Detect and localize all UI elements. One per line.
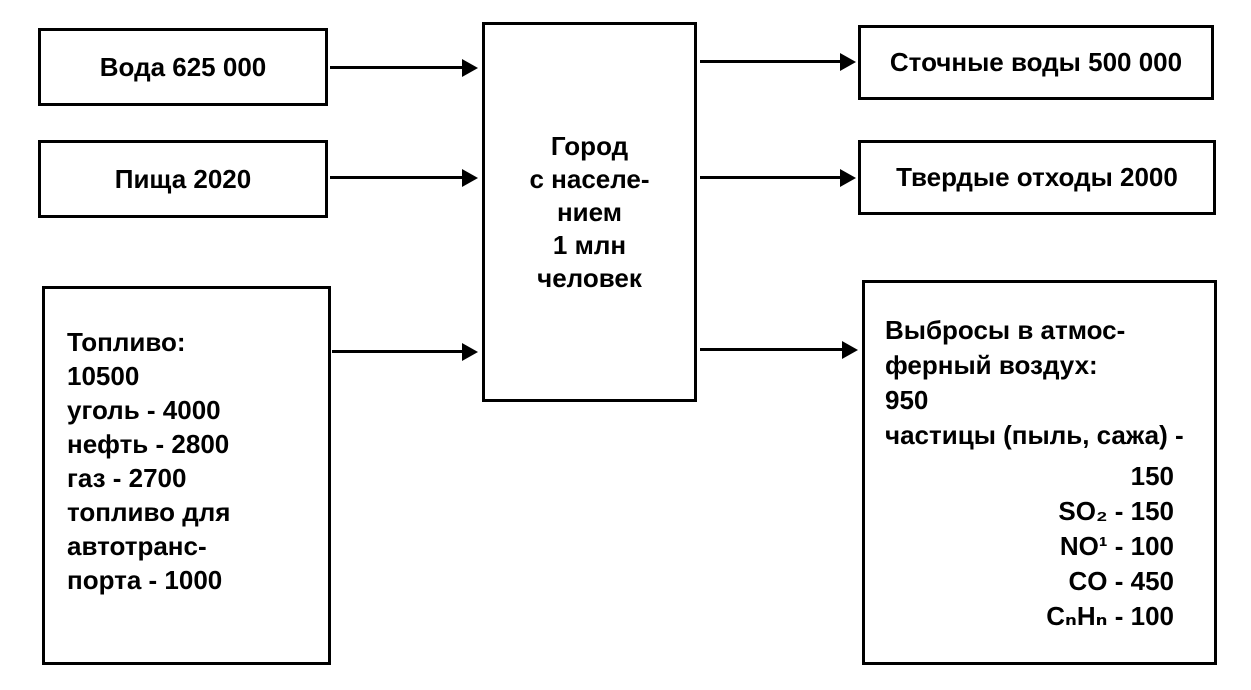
emissions-line: частицы (пыль, сажа) - — [885, 420, 1184, 450]
arrow-city-to-emissions — [700, 348, 842, 351]
city-text: Город с населе- нием 1 млн человек — [529, 130, 649, 295]
food-label: Пища 2020 — [114, 163, 252, 194]
emissions-value-line: CₙHₙ - 100 — [1046, 601, 1174, 631]
city-line: с населе- — [529, 163, 650, 194]
emissions-values-block: 150 SO₂ - 150 NO¹ - 100 CO - 450 CₙHₙ - … — [885, 459, 1214, 634]
output-box-wastewater: Сточные воды 500 000 — [858, 25, 1214, 100]
arrow-fuel-to-city — [332, 350, 462, 353]
emissions-line: Выбросы в атмос- — [885, 315, 1126, 345]
arrow-city-to-wastewater — [700, 60, 840, 63]
city-box: Город с населе- нием 1 млн человек — [482, 22, 697, 402]
wastewater-label: Сточные воды 500 000 — [889, 47, 1183, 77]
fuel-line: нефть - 2800 — [67, 429, 230, 459]
output-box-solid-waste: Твердые отходы 2000 — [858, 140, 1216, 215]
arrow-water-to-city — [330, 66, 462, 69]
fuel-line: газ - 2700 — [67, 463, 187, 493]
fuel-line: порта - 1000 — [67, 565, 223, 595]
emissions-value-line: CO - 450 — [1068, 566, 1175, 596]
fuel-line: 10500 — [67, 361, 140, 391]
input-box-fuel: Топливо: 10500 уголь - 4000 нефть - 2800… — [42, 286, 331, 665]
arrow-food-to-city — [330, 176, 462, 179]
fuel-line: Топливо: — [67, 327, 186, 357]
emissions-line: ферный воздух: — [885, 350, 1098, 380]
fuel-line: уголь - 4000 — [67, 395, 221, 425]
output-box-emissions: Выбросы в атмос- ферный воздух: 950 част… — [862, 280, 1217, 665]
emissions-value-line: NO¹ - 100 — [1059, 531, 1174, 561]
solid-waste-label: Твердые отходы 2000 — [896, 162, 1178, 192]
city-line: Город — [550, 130, 629, 161]
emissions-value-line: SO₂ - 150 — [1058, 496, 1174, 526]
city-line: нием — [556, 196, 623, 227]
city-line: 1 млн — [552, 229, 627, 260]
input-box-water: Вода 625 000 — [38, 28, 328, 106]
water-label: Вода 625 000 — [99, 51, 267, 82]
fuel-line: автотранс- — [67, 531, 207, 561]
emissions-line: 950 — [885, 385, 929, 415]
emissions-value-line: 150 — [1130, 461, 1174, 491]
city-line: человек — [537, 262, 642, 293]
input-box-food: Пища 2020 — [38, 140, 328, 218]
arrow-city-to-solid — [700, 176, 840, 179]
fuel-line: топливо для — [67, 497, 231, 527]
